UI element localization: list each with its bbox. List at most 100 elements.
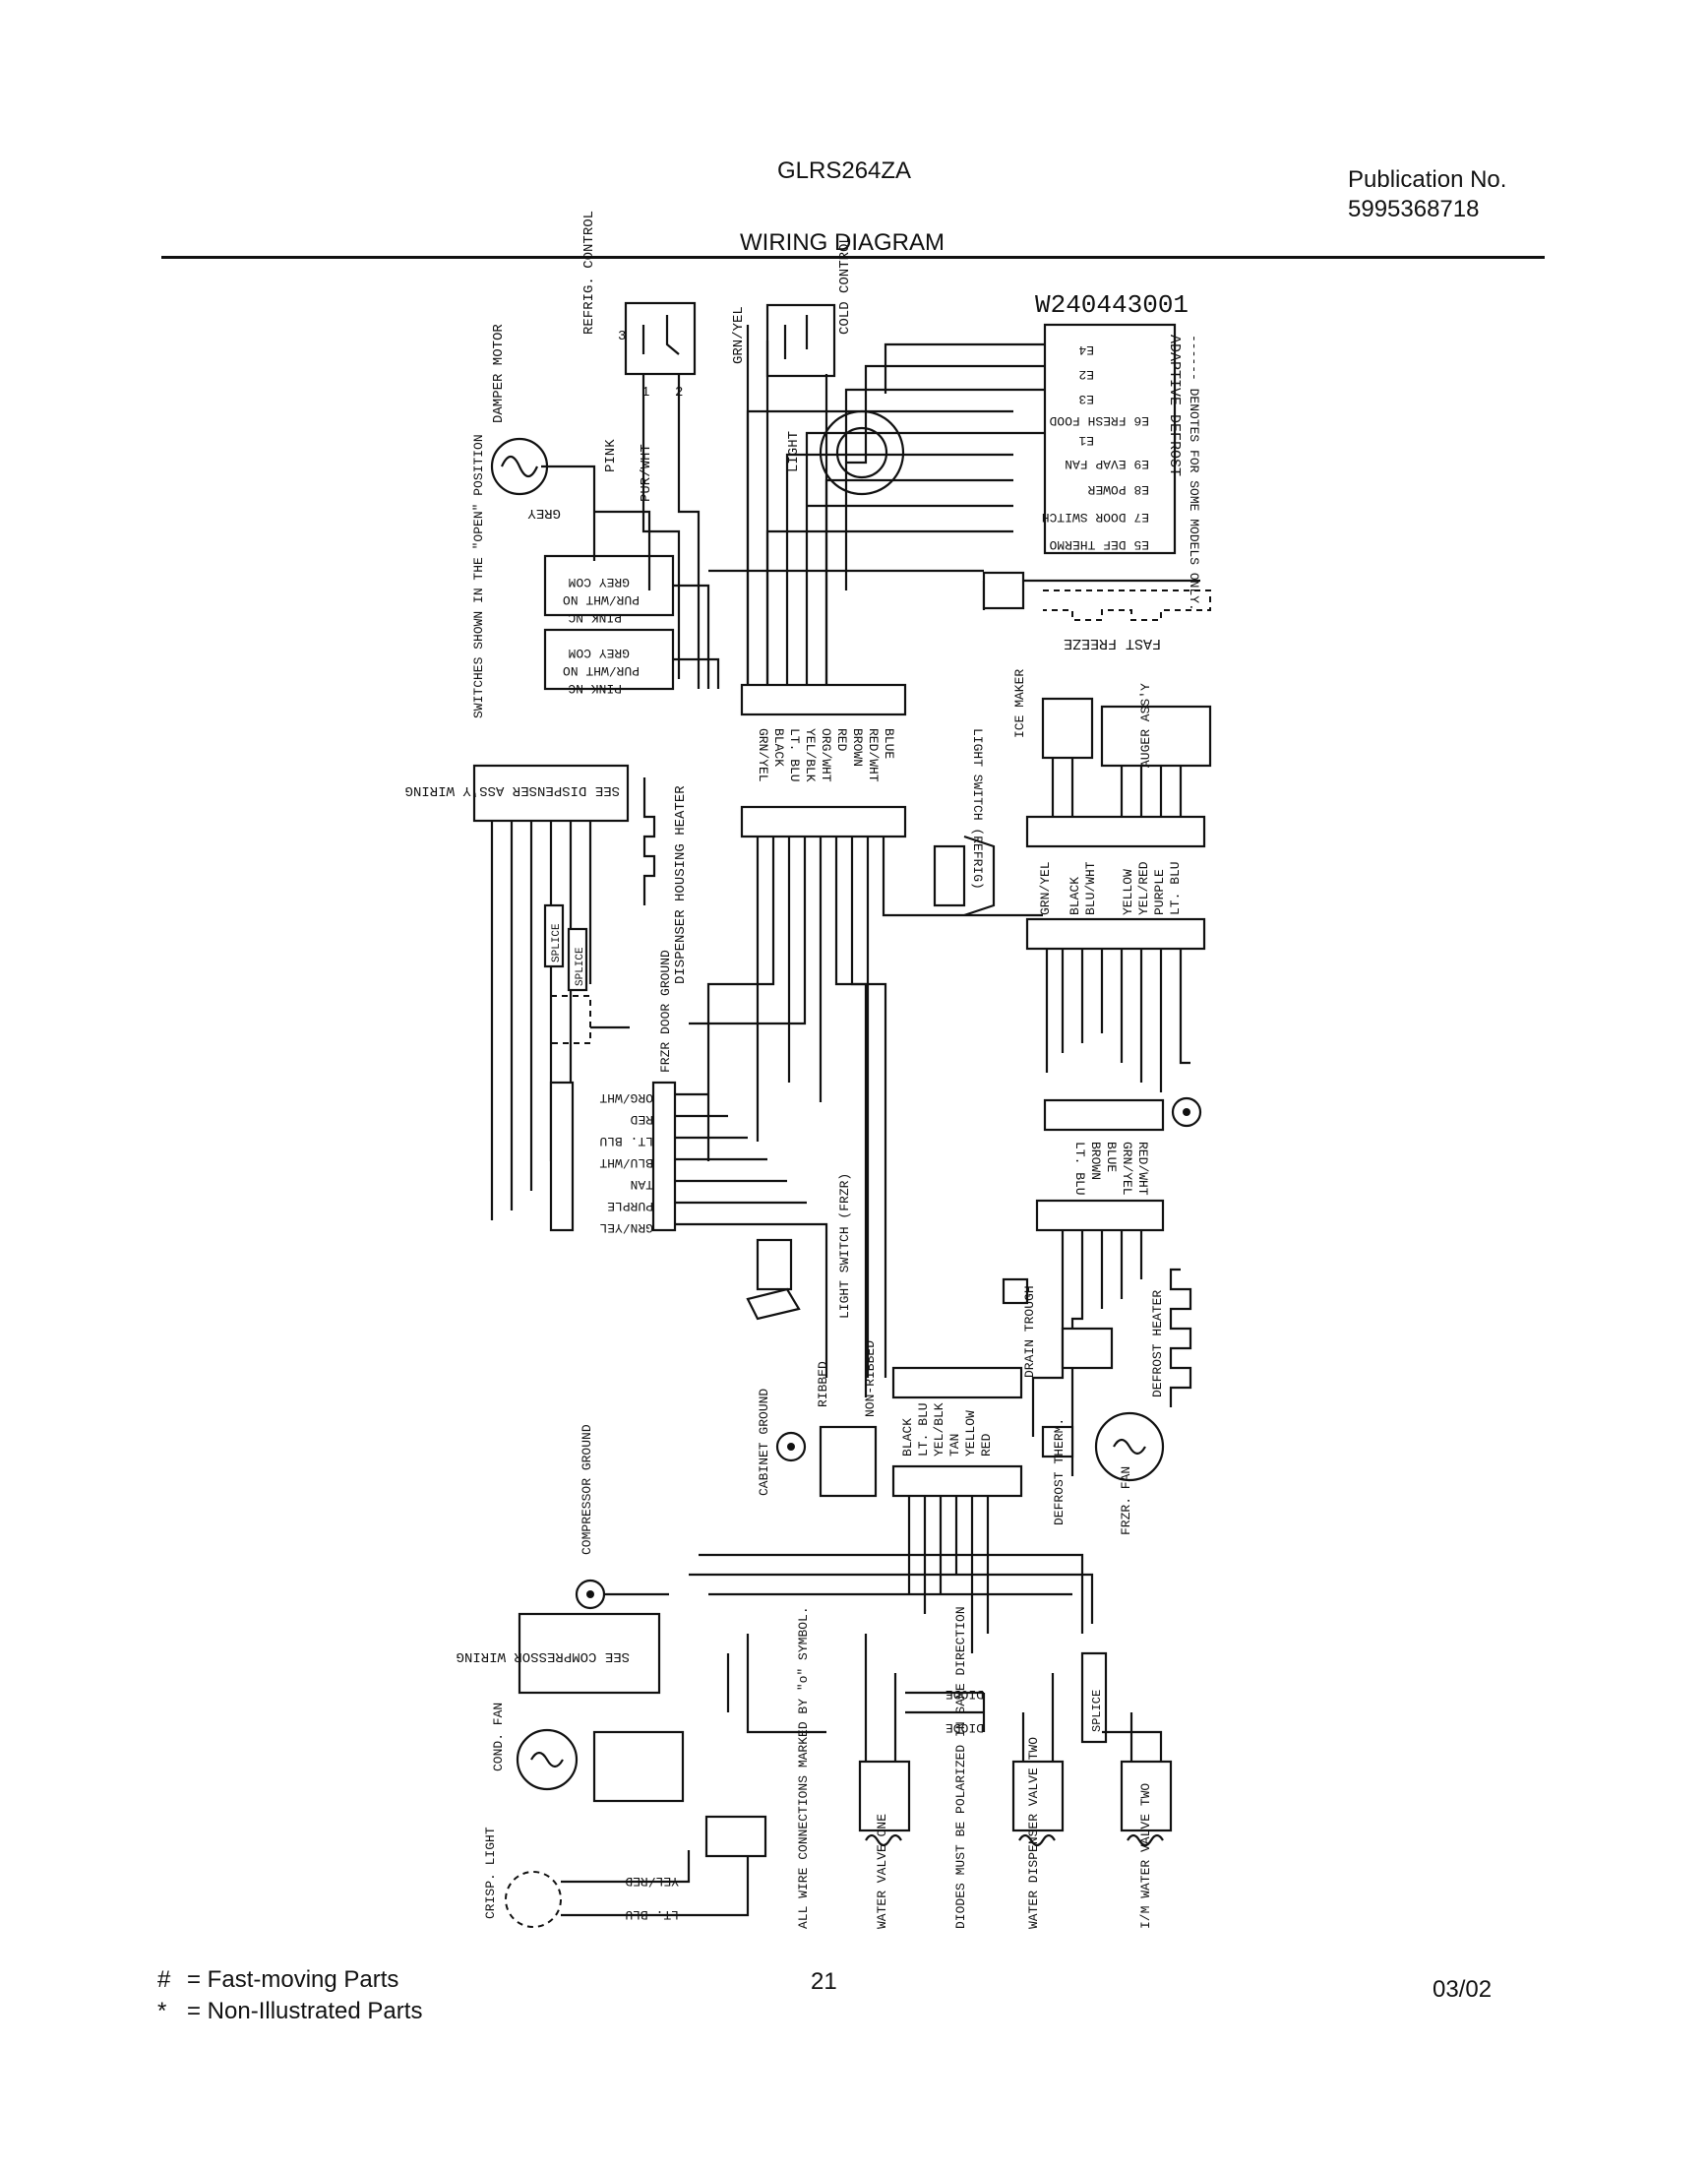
cold-control: COLD CONTROL GRN/YEL [731, 235, 853, 378]
auger-assy: AUGER ASS'Y [1100, 683, 1212, 768]
dispenser-block-wire-label: GRN/YEL [599, 1220, 653, 1235]
defrost-therm: DEFROST THERM. [1041, 1327, 1114, 1525]
publication-date: 03/02 [1433, 1976, 1493, 2003]
page-title: WIRING DIAGRAM [740, 229, 945, 256]
evap-lower-connector [1035, 1199, 1165, 1232]
part-number: W240443001 [1035, 290, 1189, 320]
evap-harness-wire-label: LT. BLU [1072, 1142, 1087, 1196]
light-switch-refrig: LIGHT SWITCH (REFRIG) [933, 728, 996, 917]
terminal-e3: E3 [1078, 392, 1094, 406]
lower-harness-labels: BLACK LT. BLU YEL/BLK TAN YELLOW RED [900, 1402, 994, 1457]
upper-harness-wire-label: GRN/YEL [756, 728, 770, 782]
im-water-valve-two: I/M WATER VALVE TWO [1120, 1760, 1173, 1929]
upper-harness-wire-label: BLUE [882, 728, 896, 759]
lower-harness-wire-label: YEL/BLK [932, 1402, 946, 1457]
damper-bottom-pink: PINK NC [568, 681, 622, 696]
frzr-door-ground-label: FRZR DOOR GROUND [658, 950, 673, 1073]
lower-lower-connector [891, 1464, 1023, 1498]
dispenser-assy-label: SEE DISPENSER ASS'Y WIRING [405, 782, 620, 798]
splice-label: SPLICE [575, 947, 586, 986]
legend-symbol: * [157, 1998, 167, 2024]
ribbed-label: RIBBED [816, 1361, 830, 1407]
ice-harness-wire-label: GRN/YEL [1038, 861, 1053, 915]
upper-harness-wire-label: RED [834, 728, 849, 752]
mid-wires [689, 837, 1043, 1397]
lower-harness-wire-label: YELLOW [963, 1410, 978, 1457]
diodes: DIODE DIODE [905, 1687, 986, 1735]
cond-fan: COND. FAN [491, 1703, 685, 1803]
dispenser-heater: DISPENSER HOUSING HEATER [642, 777, 689, 984]
water-valve-one: WATER VALVE ONE [858, 1760, 911, 1929]
dispenser-block-wire-label: RED [630, 1112, 653, 1127]
ice-lower-connector [1025, 917, 1206, 951]
legend-symbol: # [157, 1966, 171, 1993]
non-ribbed-label: NON-RIBBED [863, 1340, 878, 1417]
defrost-therm-label: DEFROST THERM. [1052, 1418, 1067, 1525]
fast-freeze: FAST FREEZE [982, 571, 1211, 651]
damper-wire-grey: GREY [527, 505, 561, 521]
light-switch-refrig-label: LIGHT SWITCH (REFRIG) [970, 728, 985, 890]
legend-row-fast: #= Fast-moving Parts [157, 1964, 422, 1996]
crisp-wire-ltblu: LT. BLU [625, 1907, 679, 1922]
im-water-valve-two-label: I/M WATER VALVE TWO [1138, 1783, 1153, 1929]
compressor-ground-label: COMPRESSOR GROUND [580, 1424, 594, 1555]
water-dispenser-valve-two: WATER DISPENSER VALVE TWO [1011, 1737, 1065, 1929]
cabinet-ground-label: CABINET GROUND [757, 1389, 771, 1496]
lower-harness-wire-label: TAN [947, 1434, 962, 1457]
ice-wires [1045, 758, 1190, 1092]
refrig-term-1: 1 [641, 385, 649, 401]
compressor-ground: COMPRESSOR GROUND [575, 1424, 669, 1610]
damper-top-purwht: PUR/WHT NO [563, 592, 640, 607]
terminal-e9: E9 EVAP FAN [1065, 457, 1149, 471]
valve-wires [864, 1634, 1163, 1762]
crisp-light-label: CRISP. LIGHT [483, 1827, 498, 1919]
crisp-wire-yelred: YEL/RED [625, 1874, 679, 1889]
evap-harness-wire-label: GRN/YEL [1120, 1142, 1134, 1196]
evap-harness-wire-label: BROWN [1088, 1142, 1103, 1180]
lower-harness-wire-label: LT. BLU [916, 1402, 931, 1457]
lower-harness-wire-label: BLACK [900, 1418, 915, 1457]
terminal-e8: E8 POWER [1087, 482, 1149, 497]
legend-text: = Non-Illustrated Parts [187, 1998, 423, 2024]
drain-trough: DRAIN TROUGH [1002, 1277, 1037, 1378]
upper-harness-labels: GRN/YEL BLACK LT. BLU YEL/BLK ORG/WHT RE… [756, 728, 896, 782]
terminal-e1: E1 [1078, 433, 1094, 448]
mid-harness-connector [740, 805, 907, 838]
ice-harness-labels: GRN/YEL BLACK BLU/WHT YELLOW YEL/RED PUR… [1038, 861, 1183, 915]
refrig-control-label: REFRIG. CONTROL [581, 211, 597, 335]
model-number: GLRS264ZA [777, 157, 912, 184]
light-switch-frzr-label: LIGHT SWITCH (FRZR) [837, 1173, 852, 1319]
publication-number: 5995368718 [1348, 196, 1480, 222]
frzr-fan-label: FRZR. FAN [1119, 1466, 1133, 1535]
fast-freeze-label: FAST FREEZE [1064, 635, 1161, 651]
frzr-fan: FRZR. FAN [1094, 1411, 1165, 1535]
evap-ground [1171, 1096, 1202, 1128]
damper-bottom-grey: GREY COM [569, 646, 630, 660]
refrig-light: LIGHT [786, 409, 905, 496]
damper-switch-top: GREY COM PUR/WHT NO PINK NC [543, 554, 675, 625]
lower-upper-connector [891, 1366, 1023, 1399]
ice-harness-wire-label: YELLOW [1121, 869, 1135, 915]
light-label: LIGHT [786, 431, 802, 472]
splice-label: SPLICE [551, 923, 563, 962]
defrost-heater-label: DEFROST HEATER [1150, 1290, 1165, 1397]
splice-right: SPLICE [1080, 1651, 1108, 1744]
ice-harness-wire-label: BLU/WHT [1083, 861, 1098, 915]
dispenser-block-wire-label: ORG/WHT [599, 1090, 653, 1105]
dispenser-assy: SEE DISPENSER ASS'Y WIRING [405, 764, 630, 1220]
refrig-control: REFRIG. CONTROL 3 1 2 [581, 211, 697, 401]
dispenser-block-wires [675, 1092, 828, 1378]
control-board-title: ADAPTIVE DEFROST [1166, 335, 1183, 476]
publication-block: Publication No. 5995368718 [1348, 165, 1506, 224]
splice-right-label: SPLICE [1090, 1690, 1104, 1732]
evap-wires [1031, 1230, 1143, 1476]
damper-switch-bottom: GREY COM PUR/WHT NO PINK NC [543, 628, 675, 696]
wire-connections-note: ALL WIRE CONNECTIONS MARKED BY "o" SYMBO… [796, 1606, 811, 1929]
evap-harness-wire-label: BLUE [1104, 1142, 1119, 1172]
publication-label: Publication No. [1348, 166, 1507, 193]
diodes-note: DIODES MUST BE POLARIZED IN SAME DIRECTI… [953, 1606, 968, 1929]
footer-legend: #= Fast-moving Parts * = Non-Illustrated … [157, 1964, 422, 2027]
terminal-e5: E5 DEF THERMO [1049, 537, 1149, 552]
evap-harness-wire-label: RED/WHT [1135, 1142, 1150, 1196]
